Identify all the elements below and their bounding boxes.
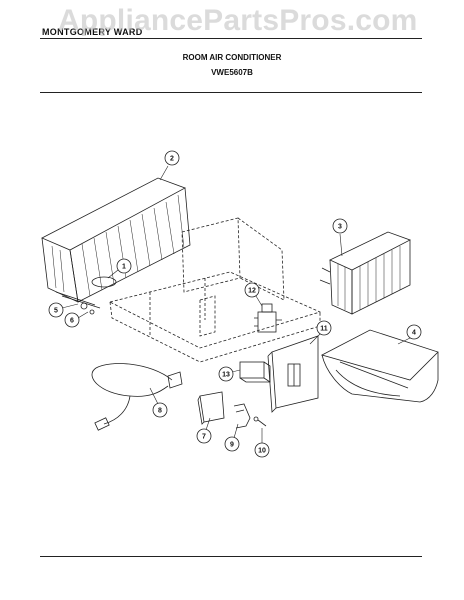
brand-name: MONTGOMERY WARD: [42, 27, 143, 37]
callout-9: [224, 436, 240, 452]
callout-10: [254, 442, 270, 458]
callout-5: [48, 302, 64, 318]
callout-8b: [64, 312, 80, 328]
callout-10-label: 10: [258, 448, 266, 455]
callout-3: [332, 218, 348, 234]
evaporator-coil: [319, 231, 411, 315]
relay: [239, 361, 271, 383]
callout-6-label: 6: [70, 318, 74, 325]
callout-7-label: 7: [202, 434, 206, 441]
rotary-switch: [254, 303, 282, 333]
callout-13: [218, 366, 234, 382]
callout-1-label: 1: [122, 264, 126, 271]
condenser-coil: [41, 177, 191, 309]
footer-rule: [40, 556, 422, 557]
control-bracket: [267, 335, 319, 413]
callout-7: [196, 428, 212, 444]
diagram-title: ROOM AIR CONDITIONER: [182, 53, 282, 62]
drain-pan: [320, 329, 439, 403]
callout-13-label: 13: [222, 372, 230, 379]
callout-11: [316, 320, 332, 336]
screw: [253, 416, 267, 427]
callout-2-label: 2: [170, 156, 174, 163]
model-number: VWE5607B: [211, 68, 253, 77]
callout-11-label: 11: [320, 326, 328, 333]
callout-12-label: 12: [248, 288, 256, 295]
terminal-block: [197, 391, 225, 425]
clamp-part: [80, 302, 95, 315]
callout-12: [244, 282, 260, 298]
mounting-clip: [233, 403, 251, 429]
callout-4: [406, 324, 422, 340]
callout-5-label: 5: [54, 308, 58, 315]
callout-2: [164, 150, 180, 166]
callout-4-label: 4: [412, 330, 416, 337]
callout-9-label: 9: [230, 442, 234, 449]
power-cord: [91, 363, 183, 431]
callout-8: [152, 402, 168, 418]
leader-lines: [61, 165, 411, 444]
base-pan: [108, 217, 322, 363]
header-rule-top: [40, 38, 422, 39]
header-rule-bottom: [40, 92, 422, 93]
callout-1: [116, 258, 132, 274]
callout-8-label: 8: [158, 408, 162, 415]
callout-3-label: 3: [338, 224, 342, 231]
watermark: AppliancePartsPros.com: [58, 4, 418, 37]
